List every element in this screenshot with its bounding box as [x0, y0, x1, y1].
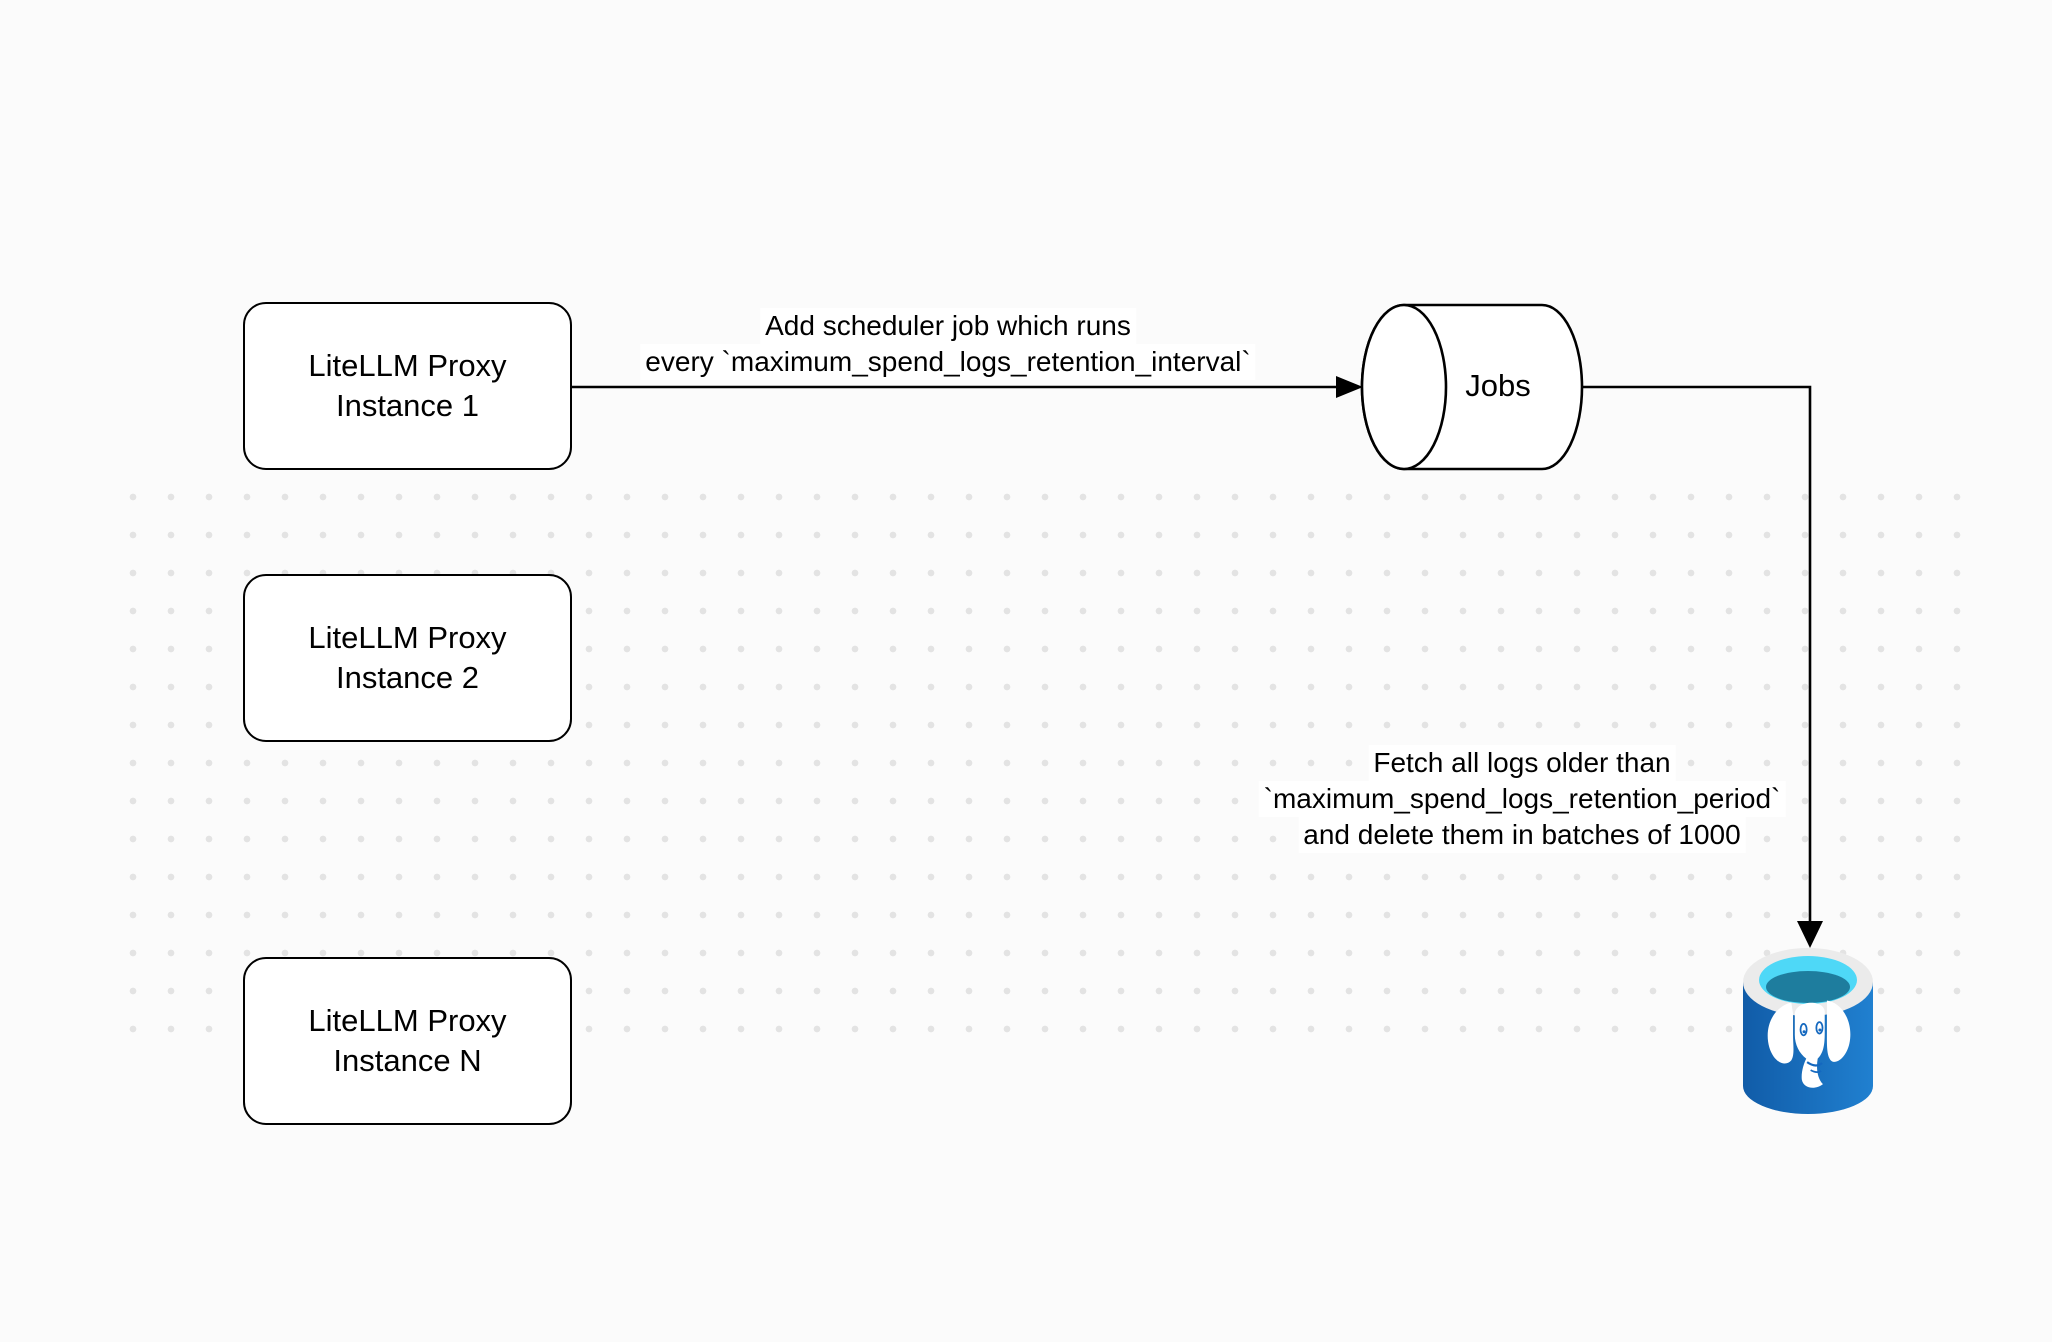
edge-label-cleanup: Fetch all logs older than `maximum_spend…	[1258, 745, 1786, 853]
node-label-line: Instance 2	[335, 660, 480, 695]
connector-jobs-to-postgres	[1582, 385, 1812, 924]
arrowhead-right-icon	[1336, 376, 1363, 398]
elephant-right-eye	[1815, 1021, 1824, 1035]
node-jobs-label: Jobs	[1465, 368, 1531, 403]
elephant-right-ear	[1826, 1000, 1851, 1062]
edge-label-line: Add scheduler job which runs	[760, 308, 1136, 344]
node-label-line: LiteLLM Proxy	[308, 1003, 507, 1038]
cylinder-left-cap	[1360, 303, 1448, 471]
node-litellm-proxy-instance-2: LiteLLM Proxy Instance 2	[243, 574, 572, 742]
node-litellm-proxy-instance-1: LiteLLM Proxy Instance 1	[243, 302, 572, 470]
elephant-tusk-small	[1810, 1069, 1822, 1073]
edge-label-line: and delete them in batches of 1000	[1298, 817, 1746, 853]
jobs-queue-cylinder-icon	[1360, 303, 1584, 471]
postgres-database-icon	[1743, 948, 1873, 1114]
elephant-left-ear	[1767, 1002, 1794, 1064]
node-label-line: LiteLLM Proxy	[308, 348, 507, 383]
elephant-right-pupil	[1818, 1028, 1822, 1032]
node-label-line: LiteLLM Proxy	[308, 620, 507, 655]
edge-label-line: Fetch all logs older than	[1368, 745, 1676, 781]
arrowhead-down-icon	[1797, 921, 1823, 948]
edge-label-line: `maximum_spend_logs_retention_period`	[1258, 781, 1786, 817]
elephant-left-eye	[1799, 1022, 1808, 1037]
node-litellm-proxy-instance-n: LiteLLM Proxy Instance N	[243, 957, 572, 1125]
postgres-elephant-icon	[1767, 1000, 1851, 1088]
edge-label-line: every `maximum_spend_logs_retention_inte…	[640, 344, 1256, 380]
edge-label-scheduler: Add scheduler job which runs every `maxi…	[640, 308, 1256, 380]
elephant-tusk	[1806, 1061, 1823, 1067]
node-label-line: Instance 1	[335, 388, 480, 423]
node-label-line: Instance N	[333, 1043, 482, 1078]
db-inner-teal	[1766, 971, 1850, 1003]
elephant-left-pupil	[1802, 1030, 1806, 1034]
